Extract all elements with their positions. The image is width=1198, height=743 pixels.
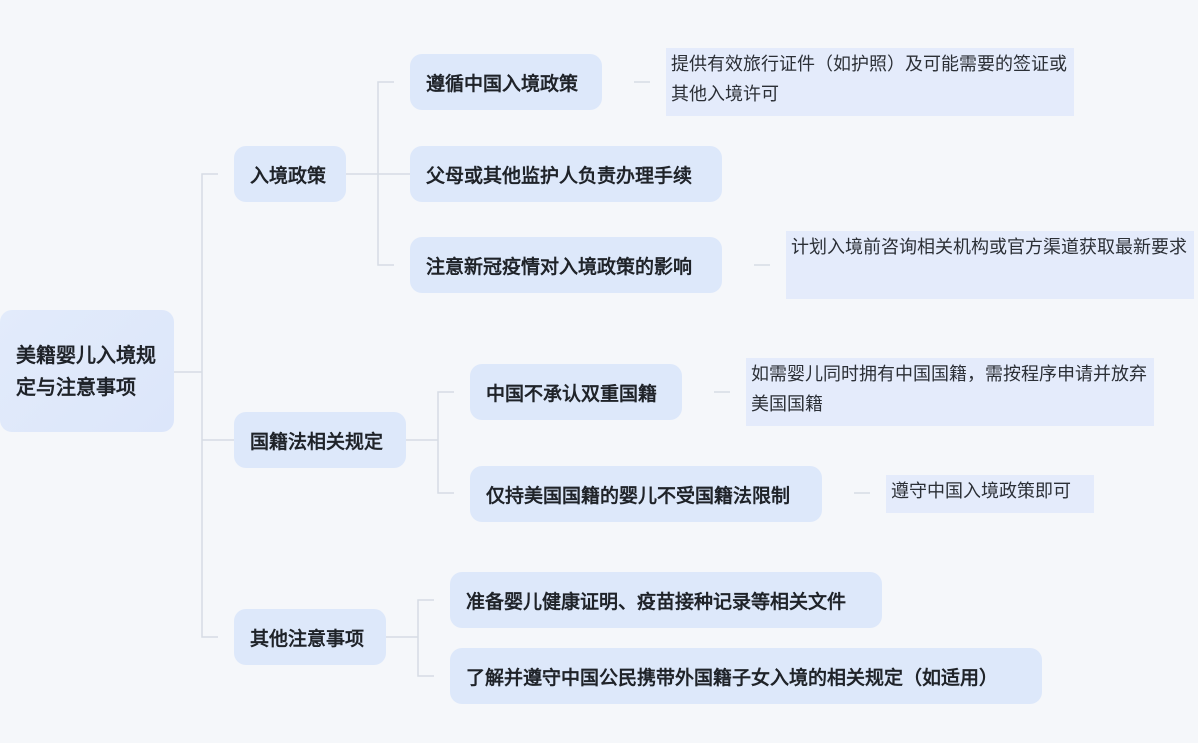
leaf-label: 注意新冠疫情对入境政策的影响 — [426, 255, 693, 278]
note-renounce-us-nationality: 如需婴儿同时拥有中国国籍，需按程序申请并放弃美国国籍 — [746, 358, 1154, 426]
note-latest-requirements: 计划入境前咨询相关机构或官方渠道获取最新要求 — [786, 231, 1194, 299]
branch-node-nationality-law[interactable]: 国籍法相关规定 — [234, 412, 406, 468]
branch-label: 国籍法相关规定 — [250, 430, 384, 453]
connector-branch-1 — [346, 81, 410, 266]
leaf-label: 准备婴儿健康证明、疫苗接种记录等相关文件 — [466, 590, 847, 613]
leaf-node-follow-policy[interactable]: 遵循中国入境政策 — [410, 54, 602, 110]
note-text: 提供有效旅行证件（如护照）及可能需要的签证或其他入境许可 — [671, 54, 1067, 105]
leaf-node-covid-impact[interactable]: 注意新冠疫情对入境政策的影响 — [410, 237, 722, 293]
leaf-label: 遵循中国入境政策 — [426, 72, 579, 95]
leaf-label: 中国不承认双重国籍 — [486, 382, 658, 405]
branch-label: 其他注意事项 — [250, 627, 365, 650]
note-text: 如需婴儿同时拥有中国国籍，需按程序申请并放弃美国国籍 — [751, 364, 1147, 415]
leaf-label: 仅持美国国籍的婴儿不受国籍法限制 — [486, 484, 791, 507]
leaf-node-guardian-procedures[interactable]: 父母或其他监护人负责办理手续 — [410, 146, 722, 202]
leaf-node-health-documents[interactable]: 准备婴儿健康证明、疫苗接种记录等相关文件 — [450, 572, 882, 628]
leaf-node-no-dual-nationality[interactable]: 中国不承认双重国籍 — [470, 364, 682, 420]
connector-root-branches — [174, 173, 234, 638]
note-text: 遵守中国入境政策即可 — [891, 481, 1071, 502]
root-node[interactable]: 美籍婴儿入境规定与注意事项 — [0, 310, 174, 432]
note-text: 计划入境前咨询相关机构或官方渠道获取最新要求 — [791, 237, 1187, 258]
branch-node-other-notes[interactable]: 其他注意事项 — [234, 609, 386, 665]
connector-branch-3 — [386, 599, 434, 677]
root-title: 美籍婴儿入境规定与注意事项 — [16, 343, 156, 399]
leaf-label: 父母或其他监护人负责办理手续 — [426, 164, 693, 187]
leaf-label: 了解并遵守中国公民携带外国籍子女入境的相关规定（如适用） — [466, 666, 999, 689]
leaf-node-us-only-nationality[interactable]: 仅持美国国籍的婴儿不受国籍法限制 — [470, 466, 822, 522]
connector-branch-2 — [406, 391, 454, 494]
leaf-node-foreign-children-rules[interactable]: 了解并遵守中国公民携带外国籍子女入境的相关规定（如适用） — [450, 648, 1042, 704]
note-travel-documents: 提供有效旅行证件（如护照）及可能需要的签证或其他入境许可 — [666, 48, 1074, 116]
branch-label: 入境政策 — [250, 164, 327, 187]
note-follow-entry-policy: 遵守中国入境政策即可 — [886, 475, 1094, 513]
branch-node-entry-policy[interactable]: 入境政策 — [234, 146, 346, 202]
